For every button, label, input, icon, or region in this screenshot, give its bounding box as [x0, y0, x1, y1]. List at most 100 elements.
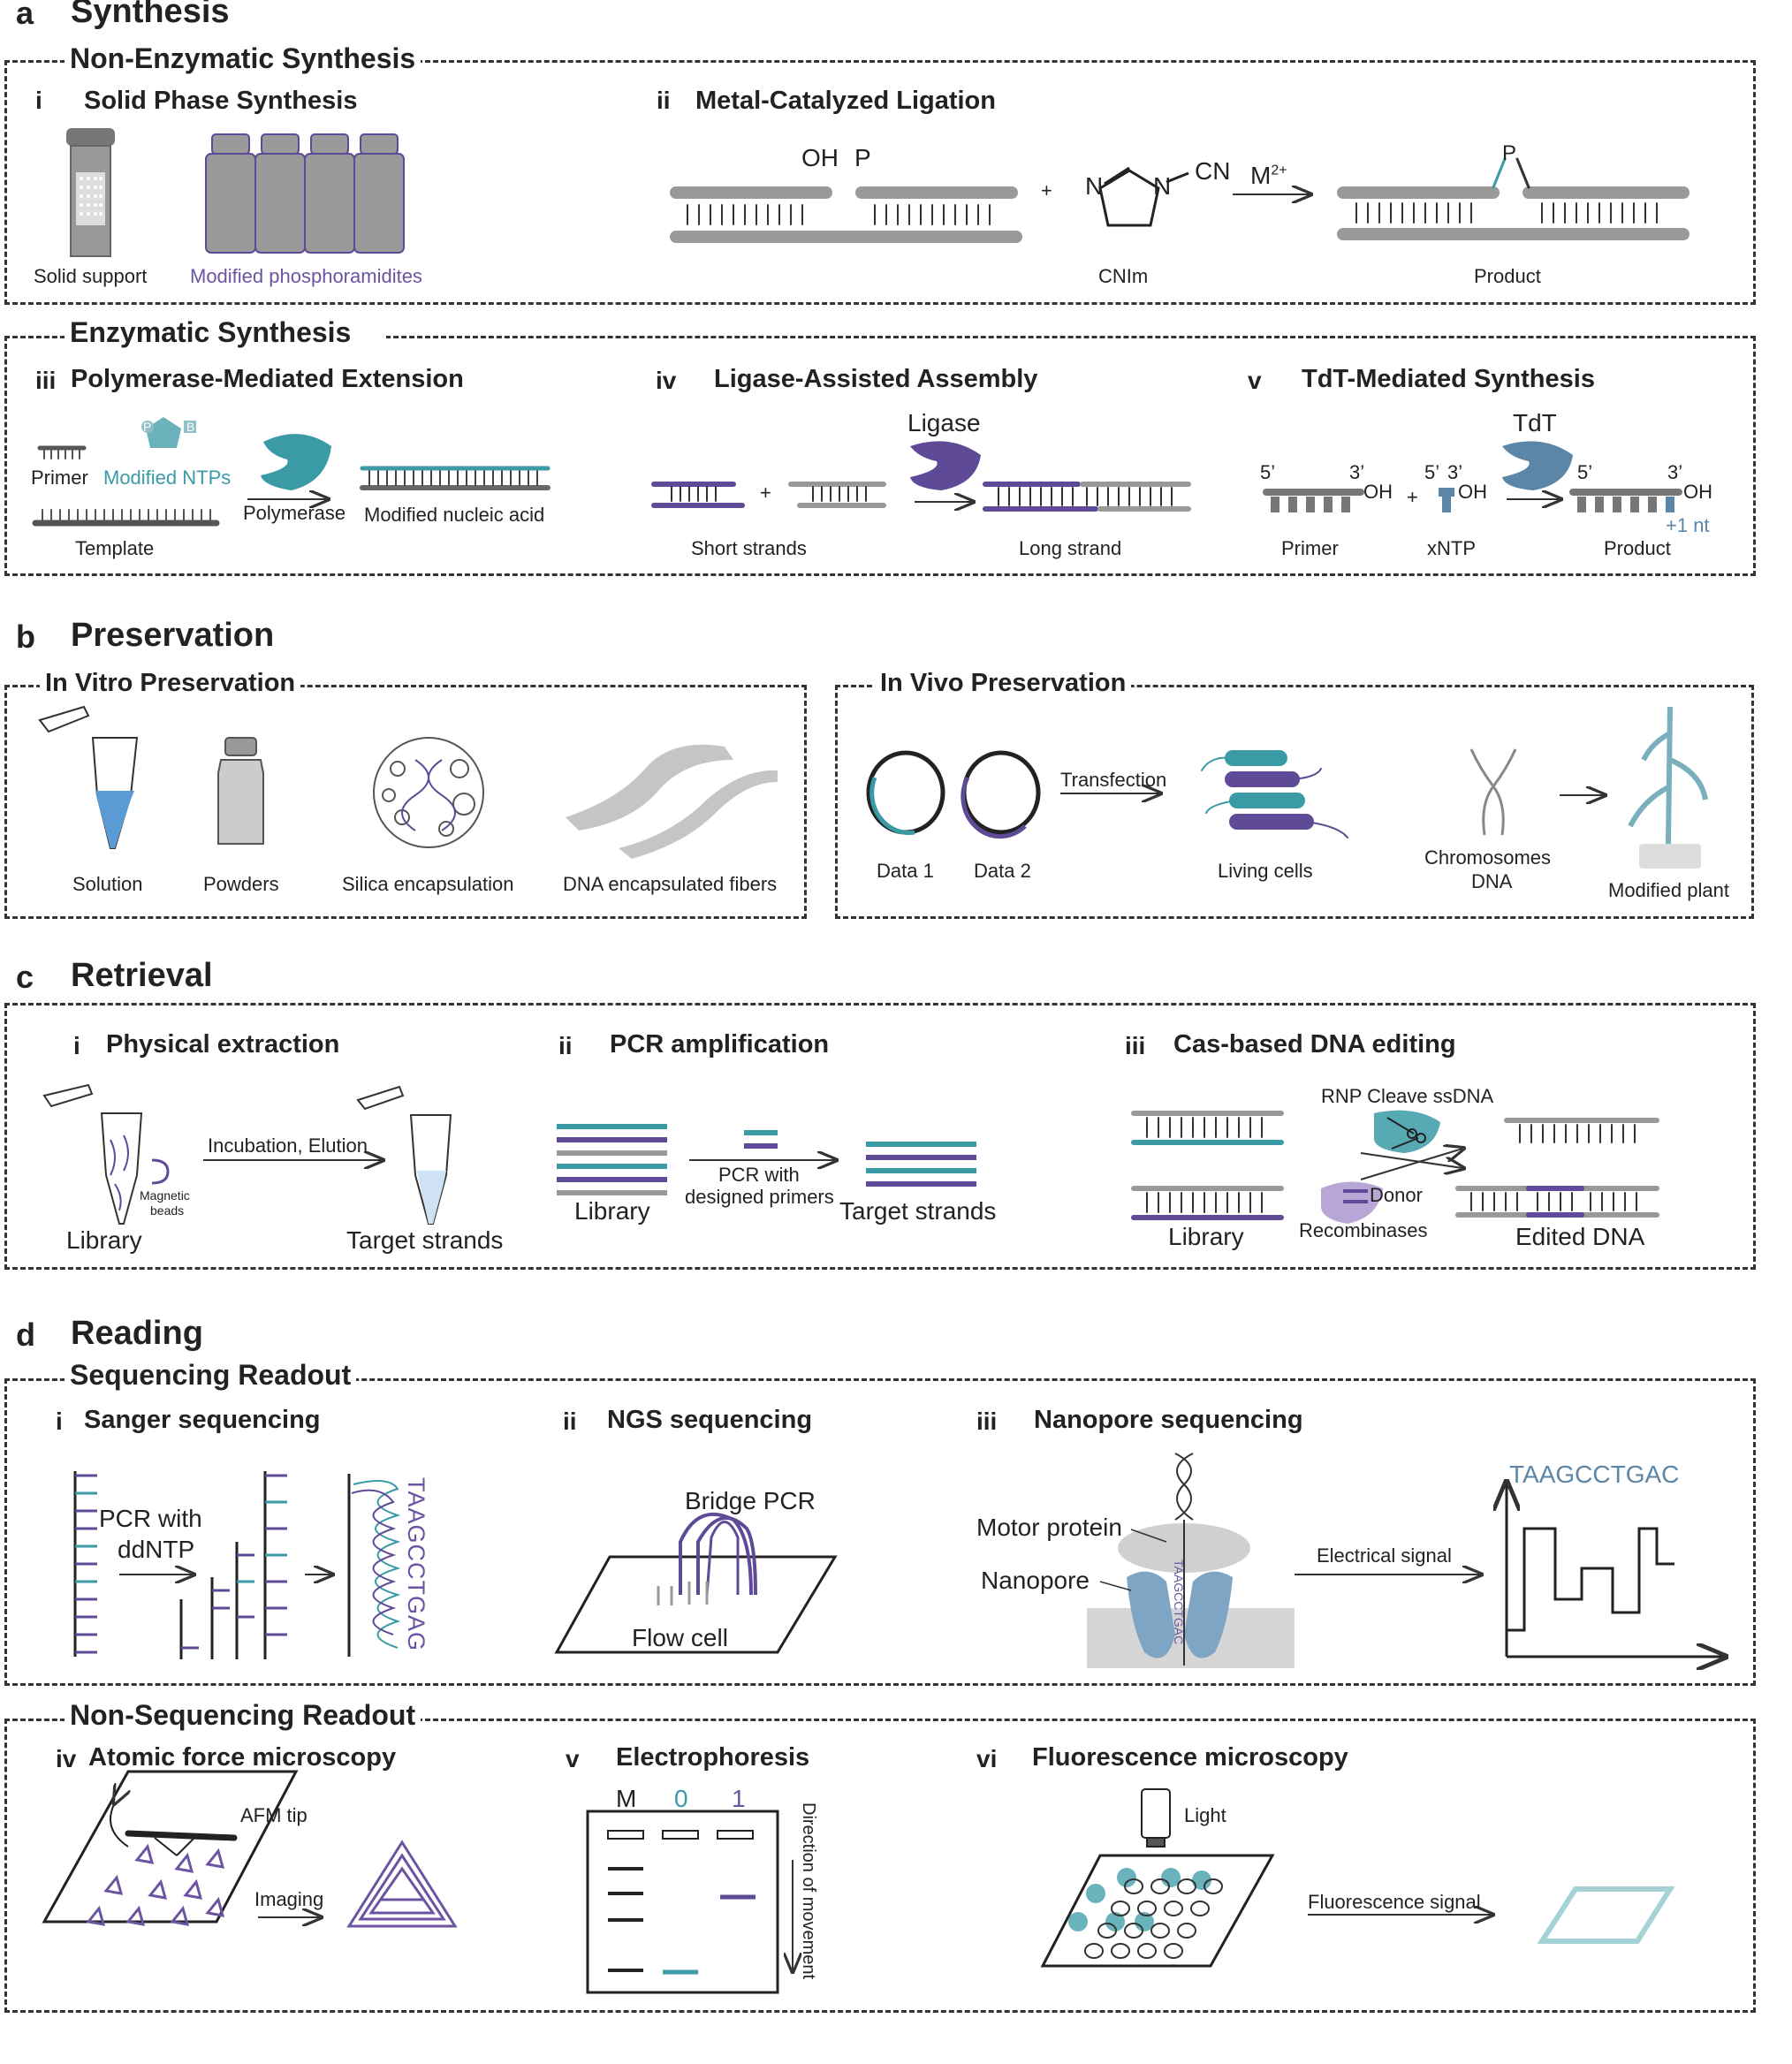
c-i-library-label: Library	[66, 1226, 142, 1254]
nanopore-shape	[1127, 1571, 1233, 1658]
five2: 5’	[1424, 461, 1440, 483]
plus-nt-label: +1 nt	[1666, 514, 1710, 536]
bridge-pcr-label: Bridge PCR	[685, 1487, 816, 1514]
transfection-label: Transfection	[1060, 769, 1167, 791]
a-iii-title: Polymerase-Mediated Extension	[71, 365, 464, 393]
panel-c-title: Retrieval	[71, 957, 213, 994]
cnim-molecule	[1098, 166, 1189, 227]
c-ii-num: ii	[558, 1032, 573, 1059]
flow-cell-label: Flow cell	[632, 1624, 728, 1651]
dna-helix-icon	[1174, 1453, 1194, 1666]
pcr-library-icon	[557, 1124, 667, 1195]
lane-1-label: 1	[732, 1785, 746, 1812]
short-strands-label: Short strands	[691, 537, 807, 559]
dna-fiber-icon	[566, 744, 778, 859]
primer-strand	[37, 445, 87, 459]
a-ii-num: ii	[657, 87, 671, 114]
recombinases-label: Recombinases	[1299, 1219, 1428, 1241]
cas-library-icon	[1131, 1111, 1284, 1220]
box-retrieval	[4, 1003, 1756, 1270]
panel-b-letter: b	[16, 618, 35, 655]
p2-label: P	[1502, 141, 1517, 165]
ligation-duplex	[670, 186, 1022, 243]
plasmid-data2-icon	[961, 750, 1041, 839]
chromosomes-label: Chromosomes	[1424, 846, 1552, 869]
gel-outline	[586, 1810, 779, 1994]
c-iii-num: iii	[1125, 1032, 1146, 1059]
lane-m-label: M	[616, 1785, 637, 1812]
strand-sequence: TAAGCCTGAC	[1172, 1559, 1186, 1645]
p-label: P	[854, 144, 871, 171]
nanopore-label: Nanopore	[981, 1567, 1090, 1594]
xntp-icon	[1439, 488, 1454, 512]
c-i-title: Physical extraction	[106, 1030, 340, 1059]
ntps-label: Modified NTPs	[103, 467, 232, 489]
a-iv-num: iv	[656, 367, 677, 394]
a-iii-num: iii	[35, 367, 57, 394]
c-i-target-label: Target strands	[346, 1226, 504, 1254]
electrical-label: Electrical signal	[1317, 1544, 1452, 1567]
modified-nucleic-acid-icon	[360, 466, 551, 490]
nanopore-sequence: TAAGCCTGAC	[1509, 1461, 1680, 1488]
non-sequencing-title: Non-Sequencing Readout	[65, 1699, 421, 1732]
donor-icon	[1343, 1189, 1368, 1203]
cas-arrows	[1360, 1149, 1462, 1180]
microscope-slide-icon	[1040, 1854, 1275, 1968]
tdt-primer-icon	[1263, 489, 1364, 512]
phosphoramidite-vials-icon	[205, 133, 405, 254]
a-i-title: Solid Phase Synthesis	[84, 87, 358, 115]
incubation-label: Incubation, Elution	[208, 1134, 368, 1157]
solid-support-icon	[66, 128, 115, 257]
template-label: Template	[75, 537, 155, 559]
d-ii-num: ii	[563, 1408, 577, 1435]
tdt-plus: +	[1407, 486, 1418, 508]
oh2: OH	[1458, 481, 1487, 503]
c-ii-library-label: Library	[574, 1197, 650, 1225]
xntp-label: xNTP	[1427, 537, 1476, 559]
gel-ladder	[608, 1867, 643, 1972]
modified-na-label: Modified nucleic acid	[364, 504, 545, 526]
a-v-num: v	[1248, 367, 1262, 394]
c-i-num: i	[73, 1032, 80, 1059]
d-v-title: Electrophoresis	[616, 1743, 810, 1772]
chromatogram-icon	[347, 1474, 401, 1657]
ntp-p-label: P	[143, 420, 152, 434]
imaging-label: Imaging	[254, 1888, 324, 1910]
a-ii-title: Metal-Catalyzed Ligation	[695, 87, 996, 115]
box-in-vitro	[4, 685, 807, 919]
plasmid-data1-icon	[866, 750, 945, 835]
tdt-product-icon	[1569, 489, 1682, 512]
solution-tube-icon	[38, 705, 139, 849]
box-enzymatic	[4, 336, 1756, 576]
panel-a-title: Synthesis	[71, 0, 230, 30]
living-cells-icon	[1201, 750, 1348, 838]
ligation-product	[1337, 157, 1689, 240]
ntp-b-label: B	[186, 420, 195, 434]
cnim-label: CNIm	[1098, 265, 1149, 287]
polymerase-shape	[261, 434, 331, 490]
silica-label: Silica encapsulation	[342, 873, 514, 895]
pcr-target-icon	[866, 1142, 976, 1187]
magnetic-label-1: Magnetic	[140, 1188, 190, 1203]
oh3: OH	[1683, 481, 1712, 503]
d-i-title: Sanger sequencing	[84, 1406, 321, 1434]
fluorescence-signal-label: Fluorescence signal	[1308, 1891, 1481, 1913]
five3: 5’	[1577, 461, 1593, 483]
ligase-plus: +	[760, 482, 771, 504]
chromosome-icon	[1469, 748, 1517, 836]
fluorescence-image-icon	[1537, 1886, 1675, 1944]
polymerase-label: Polymerase	[243, 502, 346, 524]
panel-d-letter: d	[16, 1317, 35, 1353]
non-enzymatic-title: Non-Enzymatic Synthesis	[65, 42, 421, 75]
pointer-nanopore	[1099, 1581, 1132, 1591]
c-ii-target-label: Target strands	[839, 1197, 997, 1225]
ntp-icon	[141, 417, 196, 448]
box-non-sequencing	[4, 1719, 1756, 2013]
ligase-label: Ligase	[907, 409, 981, 436]
powders-label: Powders	[203, 873, 279, 895]
lane-0-label: 0	[674, 1785, 688, 1812]
solution-label: Solution	[72, 873, 143, 895]
a-v-title: TdT-Mediated Synthesis	[1302, 365, 1595, 393]
c-ii-title: PCR amplification	[610, 1030, 830, 1059]
d-iv-title: Atomic force microscopy	[88, 1743, 397, 1772]
